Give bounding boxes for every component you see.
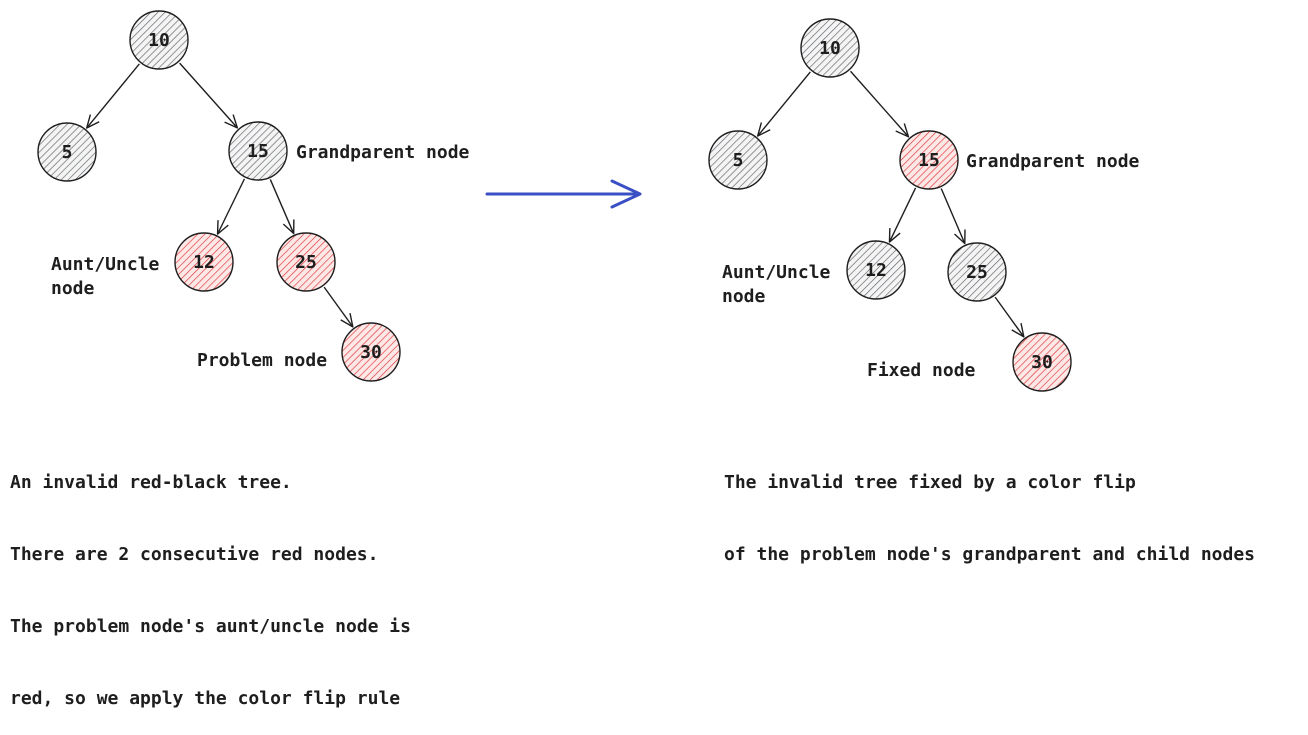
right-tree-edges (756, 70, 1025, 338)
aunt-uncle-label-line1: Aunt/Uncle (51, 254, 160, 275)
node-circle (276, 232, 336, 292)
edge-15-12 (888, 187, 917, 243)
grandparent-label: Grandparent node (296, 142, 470, 163)
edge-15-25 (269, 179, 295, 235)
node-5-black: 5 (37, 122, 97, 182)
right-tree-nodes: 10 5 15 12 25 30 (708, 18, 1072, 392)
node-value: 15 (918, 150, 940, 171)
node-value: 12 (865, 260, 887, 281)
left-tree-edges (85, 62, 354, 328)
node-30-red: 30 (1012, 332, 1072, 392)
node-30-red: 30 (341, 322, 401, 382)
node-value: 5 (733, 150, 744, 171)
node-value: 5 (62, 142, 73, 163)
node-10-black: 10 (129, 10, 189, 70)
edge-25-30 (323, 286, 354, 328)
aunt-uncle-label-line2: node (722, 286, 766, 307)
fixed-tree-caption: The invalid tree fixed by a color flip o… (724, 423, 1255, 591)
node-12-black: 12 (846, 240, 906, 300)
left-tree-nodes: 10 5 15 12 25 30 (37, 10, 401, 382)
node-value: 25 (295, 252, 317, 273)
node-circle (846, 240, 906, 300)
node-value: 25 (966, 262, 988, 283)
caption-line: There are 2 consecutive red nodes. (10, 544, 379, 565)
node-circle (341, 322, 401, 382)
edge-15-25 (940, 188, 966, 245)
node-5-black: 5 (708, 130, 768, 190)
node-25-red: 25 (276, 232, 336, 292)
node-circle (174, 232, 234, 292)
caption-line: red, so we apply the color flip rule (10, 688, 401, 709)
edge-10-5 (85, 63, 140, 129)
aunt-uncle-label-line2: node (51, 278, 95, 299)
node-circle (708, 130, 768, 190)
node-circle (37, 122, 97, 182)
edge-15-12 (216, 178, 246, 235)
fixed-node-label: Fixed node (867, 360, 976, 381)
caption-line: The problem node's aunt/uncle node is (10, 616, 411, 637)
caption-line: of the problem node's grandparent and ch… (724, 544, 1256, 565)
node-value: 30 (1031, 352, 1053, 373)
edge-10-5 (756, 71, 811, 137)
aunt-uncle-label-line1: Aunt/Uncle (722, 262, 831, 283)
node-value: 10 (148, 30, 170, 51)
transition-arrow (485, 179, 642, 209)
node-value: 30 (360, 342, 382, 363)
node-circle (947, 242, 1007, 302)
grandparent-label: Grandparent node (966, 151, 1140, 172)
node-25-black: 25 (947, 242, 1007, 302)
node-value: 15 (247, 141, 269, 162)
caption-line: The invalid tree fixed by a color flip (724, 472, 1136, 493)
node-circle (899, 130, 959, 190)
node-value: 10 (819, 38, 841, 59)
node-10-black: 10 (800, 18, 860, 78)
node-value: 12 (193, 252, 215, 273)
node-circle (228, 121, 288, 181)
edge-10-15 (850, 70, 910, 138)
edge-10-15 (179, 62, 239, 129)
node-12-red: 12 (174, 232, 234, 292)
node-circle (129, 10, 189, 70)
node-15-black: 15 (228, 121, 288, 181)
problem-node-label: Problem node (197, 350, 327, 371)
node-15-red: 15 (899, 130, 959, 190)
edge-25-30 (994, 296, 1025, 338)
invalid-tree-caption: An invalid red-black tree. There are 2 c… (10, 423, 411, 735)
node-circle (1012, 332, 1072, 392)
node-circle (800, 18, 860, 78)
caption-line: An invalid red-black tree. (10, 472, 292, 493)
